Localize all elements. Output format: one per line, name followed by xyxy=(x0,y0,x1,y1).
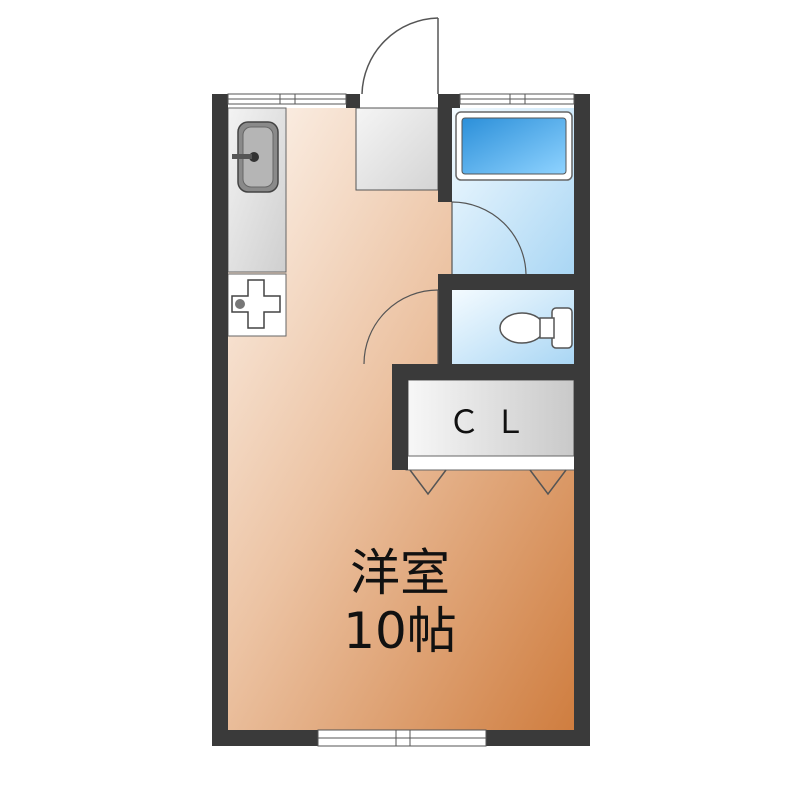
window-icon xyxy=(459,93,575,105)
room-size: 10帖 xyxy=(343,602,457,660)
door-swing-icon xyxy=(529,469,567,496)
door-swing-icon xyxy=(451,201,527,275)
room-name: 洋室 xyxy=(350,544,450,602)
window-icon xyxy=(227,93,347,105)
door-swing-icon xyxy=(363,289,439,365)
door-swing-icon xyxy=(361,17,439,95)
closet xyxy=(405,379,577,496)
door-swing-icon xyxy=(409,469,447,496)
closet-label: ＣＬ xyxy=(448,404,540,440)
walls xyxy=(212,94,590,746)
toilet-icon xyxy=(499,307,573,349)
window-icon xyxy=(317,729,487,747)
bathtub-icon xyxy=(455,111,573,181)
sink-icon xyxy=(232,121,279,193)
genkan xyxy=(355,107,439,191)
stove-icon xyxy=(227,273,287,337)
